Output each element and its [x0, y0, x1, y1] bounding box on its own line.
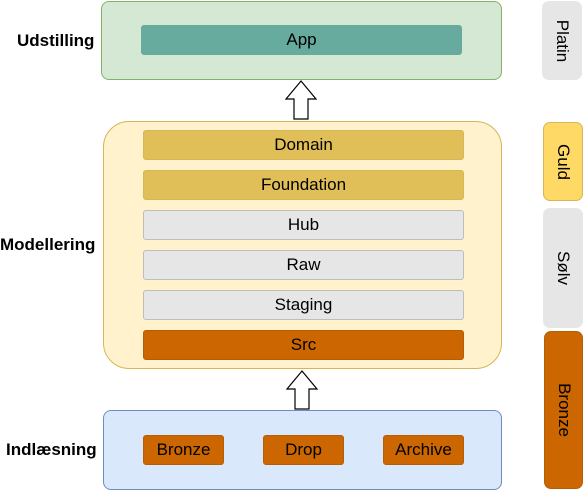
- modeling-container: [103, 121, 502, 369]
- tier-solv-label: Sølv: [554, 251, 573, 285]
- tier-bronze: Bronze: [544, 331, 583, 489]
- layer-app: App: [141, 25, 462, 55]
- layer-domain: Domain: [143, 130, 464, 160]
- layer-staging: Staging: [143, 290, 464, 320]
- tier-platin-label: Platin: [553, 19, 572, 62]
- section-label-modeling: Modellering: [0, 235, 96, 254]
- source-archive: Archive: [383, 435, 464, 465]
- up-arrow-icon: [284, 80, 318, 120]
- layer-hub: Hub: [143, 210, 464, 240]
- source-drop: Drop: [263, 435, 344, 465]
- tier-guld-label: Guld: [554, 143, 573, 180]
- tier-platin: Platin: [542, 1, 582, 80]
- tier-guld: Guld: [543, 122, 583, 201]
- layer-foundation: Foundation: [143, 170, 464, 200]
- layer-raw: Raw: [143, 250, 464, 280]
- layer-src: Src: [143, 330, 464, 360]
- section-label-ingestion: Indlæsning: [6, 440, 97, 459]
- section-label-presentation: Udstilling: [17, 31, 95, 50]
- up-arrow-icon: [285, 370, 319, 410]
- source-bronze: Bronze: [143, 435, 224, 465]
- tier-solv: Sølv: [543, 208, 583, 328]
- tier-bronze-label: Bronze: [554, 383, 574, 437]
